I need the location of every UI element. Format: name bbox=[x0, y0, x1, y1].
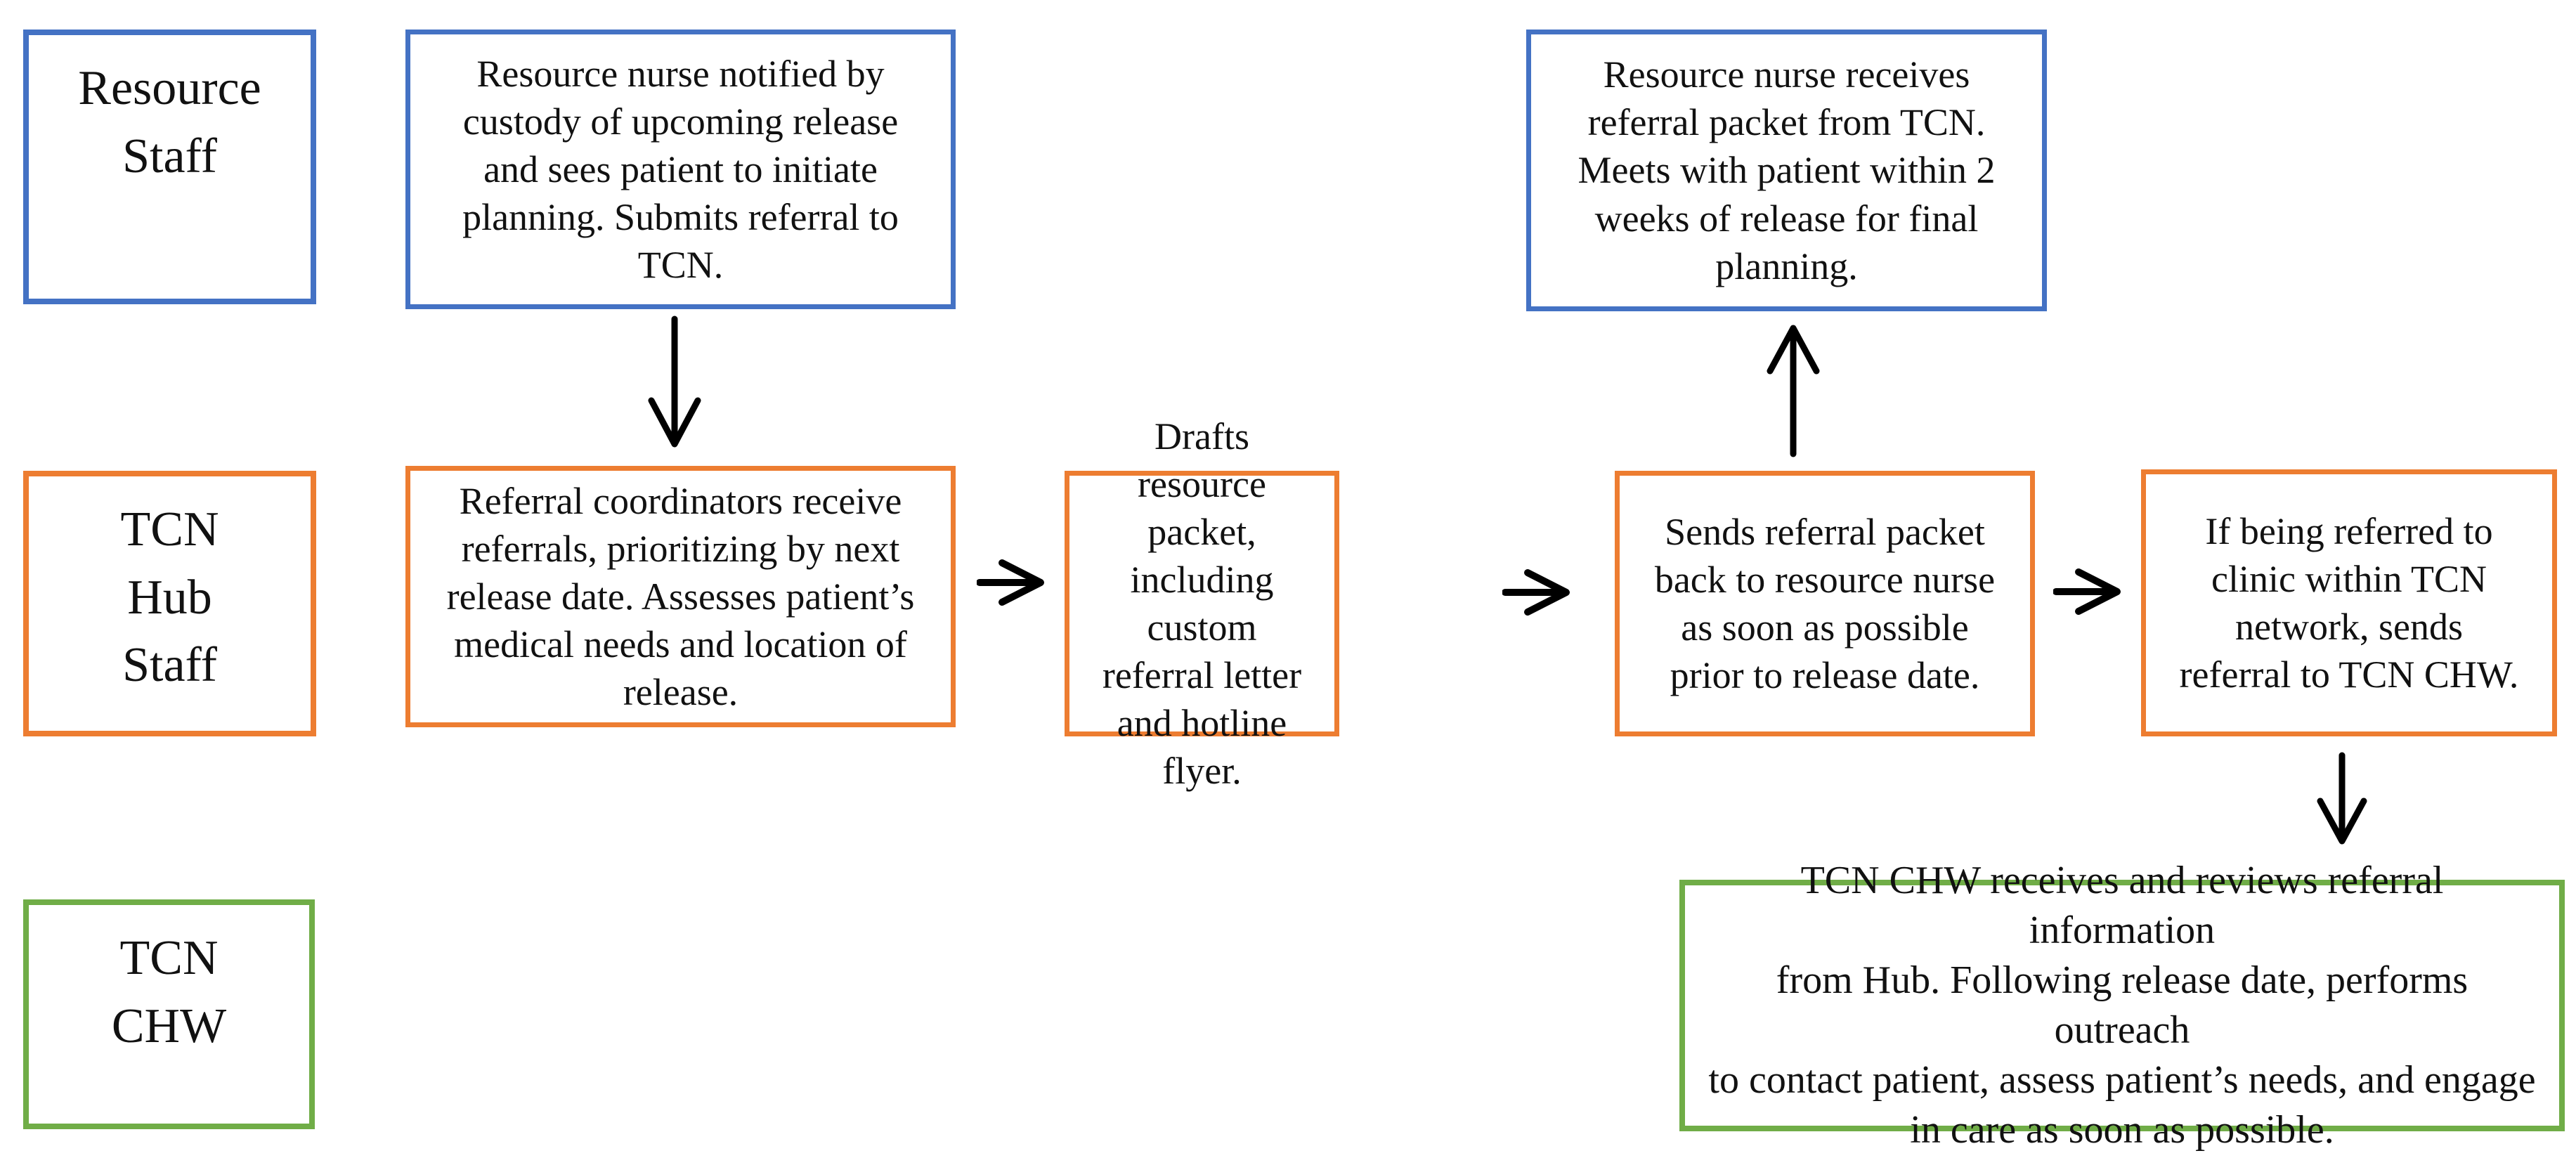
step-chw-outreach-text: TCN CHW receives and reviews referral in… bbox=[1708, 858, 2536, 1152]
arrow-right-sends-to-refer bbox=[2053, 567, 2123, 616]
step-chw-outreach: TCN CHW receives and reviews referral in… bbox=[1679, 859, 2565, 1152]
arrow-down-refer-to-chw bbox=[2303, 752, 2381, 847]
arrow-right-drafts-to-sends bbox=[1502, 568, 1573, 617]
arrow-up-sends-to-nurse bbox=[1755, 322, 1832, 459]
arrow-right-hub-to-drafts bbox=[977, 558, 1047, 607]
arrow-down-nurse-to-hub bbox=[636, 315, 713, 455]
